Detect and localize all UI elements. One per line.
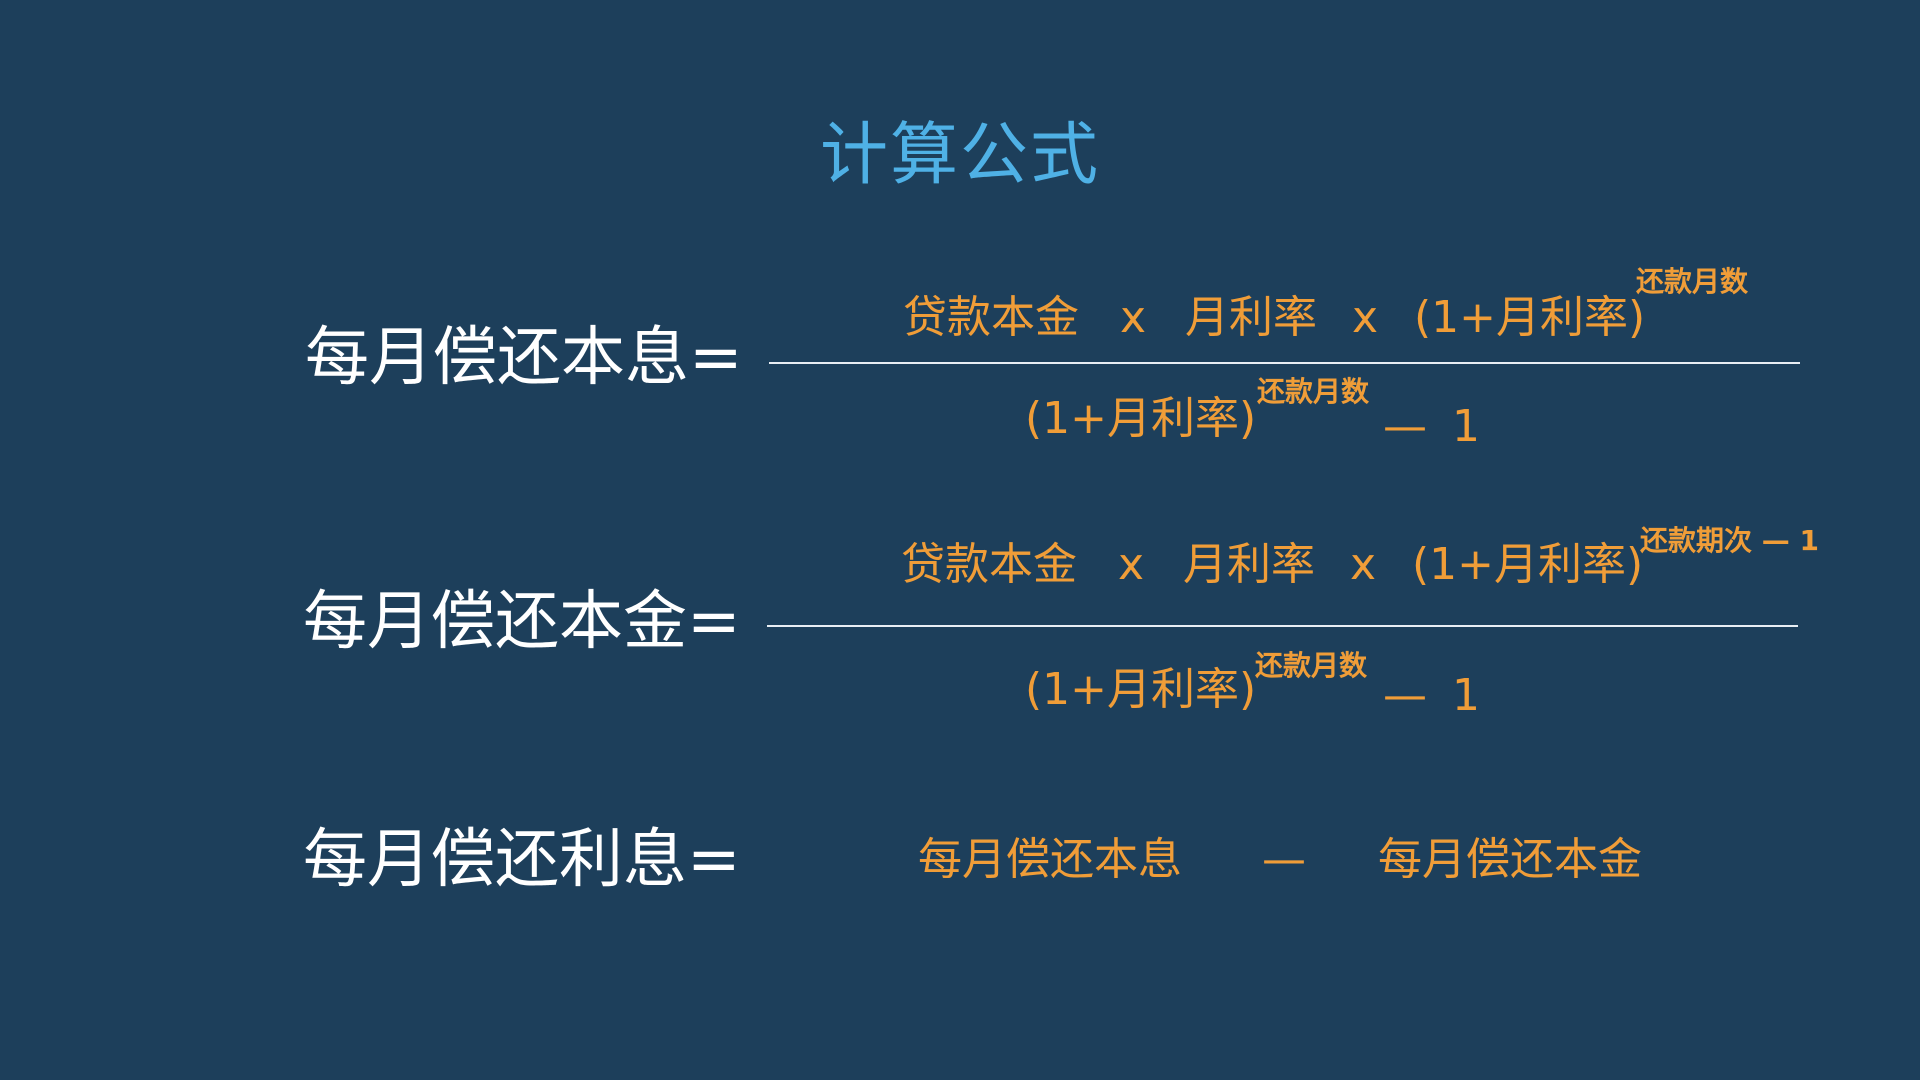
formula-1-denominator-minus: —	[1383, 401, 1427, 452]
formula-2-denominator-minus: —	[1383, 670, 1427, 721]
page-title: 计算公式	[819, 116, 1100, 195]
formula-2-numerator-times-1: x	[1118, 539, 1145, 590]
formula-1-numerator-principal: 贷款本金	[903, 292, 1079, 343]
formula-1-numerator-exponent: 还款月数	[1636, 265, 1749, 298]
formula-2-numerator-growth: (1+月利率)	[1412, 539, 1644, 590]
formula-3-term-2: 每月偿还本金	[1378, 834, 1642, 885]
formula-2-denominator-one: 1	[1452, 670, 1480, 721]
formula-1-numerator-times-2: x	[1352, 292, 1379, 343]
formula-1-denominator-growth: (1+月利率)	[1025, 393, 1257, 444]
formula-1-denominator-exponent: 还款月数	[1257, 375, 1370, 408]
formula-2-denominator-exponent: 还款月数	[1255, 649, 1368, 682]
formula-3-lhs: 每月偿还利息=	[303, 823, 741, 897]
formula-2-fraction-line	[767, 625, 1798, 627]
formula-1-lhs: 每月偿还本息=	[305, 321, 743, 395]
formula-3-minus: —	[1262, 834, 1306, 885]
formula-2-numerator-times-2: x	[1350, 539, 1377, 590]
formula-2-numerator-exponent: 还款期次 — 1	[1640, 524, 1819, 557]
formula-3-term-1: 每月偿还本息	[918, 834, 1182, 885]
formula-2-numerator-rate: 月利率	[1183, 539, 1315, 590]
formula-1-fraction-line	[769, 362, 1800, 364]
formula-1-numerator-times-1: x	[1120, 292, 1147, 343]
formula-1-numerator-rate: 月利率	[1185, 292, 1317, 343]
formula-2-denominator-growth: (1+月利率)	[1025, 664, 1257, 715]
formula-2-lhs: 每月偿还本金=	[303, 585, 741, 659]
formula-1-numerator-growth: (1+月利率)	[1414, 292, 1646, 343]
formula-2-numerator-principal: 贷款本金	[901, 539, 1077, 590]
formula-1-denominator-one: 1	[1452, 401, 1480, 452]
